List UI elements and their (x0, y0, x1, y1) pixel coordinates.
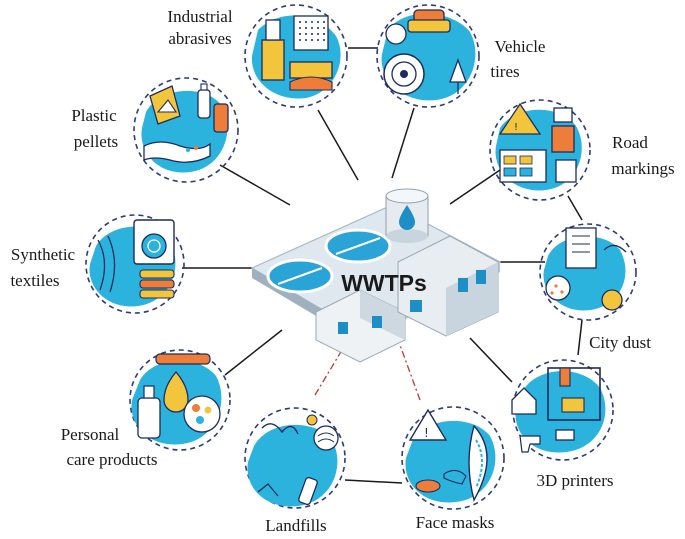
svg-text:!: ! (514, 122, 518, 133)
node-personal-care-products (129, 349, 231, 451)
connector-lines (182, 47, 583, 484)
face-mask-icon: ! (405, 408, 496, 503)
link-industrial-abrasives (317, 109, 359, 181)
center-label: WWTPs (341, 270, 427, 296)
label-personal-care-line2: care products (66, 450, 157, 469)
label-industrial-abrasives-line2: abrasives (168, 29, 231, 48)
node-industrial-abrasives (244, 4, 348, 108)
link-personal-care-products (224, 329, 283, 376)
road-work-icon: ! (495, 102, 582, 191)
label-3d-printers: 3D printers (537, 471, 614, 490)
svg-text:!: ! (424, 426, 429, 440)
abrasive-grit-icon (251, 15, 341, 99)
link-plastic-pellets (219, 164, 291, 206)
label-vehicle-tires-line2: tires (490, 62, 519, 81)
node-3d-printers (511, 359, 614, 461)
label-vehicle-tires-line1: Vehicle (495, 37, 546, 56)
label-synthetic-textiles-line2: textiles (10, 271, 59, 290)
label-plastic-pellets-line1: Plastic (71, 106, 117, 125)
label-landfills: Landfills (265, 516, 326, 535)
landfill-bottle-icon (247, 414, 339, 507)
node-synthetic-textiles (85, 214, 185, 314)
label-road-markings-line2: markings (611, 159, 674, 178)
cosmetics-bottle-icon (131, 353, 222, 445)
link-city-3dprinters (577, 319, 583, 356)
node-city-dust (539, 223, 637, 321)
recycle-icon (141, 83, 229, 173)
label-city-dust: City dust (589, 333, 651, 352)
link-landfills (314, 344, 346, 396)
link-road-city (567, 195, 583, 221)
label-synthetic-textiles-line1: Synthetic (11, 245, 76, 264)
wwtp-plant-icon (250, 188, 502, 363)
washing-machine-icon (89, 219, 176, 307)
3d-printer-icon (511, 367, 606, 453)
city-building-icon (543, 227, 627, 311)
tire-icon (381, 9, 476, 101)
label-personal-care-line1: Personal (61, 425, 120, 444)
node-landfills (244, 407, 346, 509)
label-face-masks: Face masks (416, 513, 495, 532)
link-road-markings (449, 169, 501, 205)
link-3d-printers (469, 337, 513, 383)
link-landfills-face-masks (344, 479, 403, 484)
node-plastic-pellets (133, 77, 239, 183)
label-plastic-pellets-line2: pellets (74, 132, 118, 151)
node-road-markings: ! (489, 99, 591, 201)
link-face-masks (399, 344, 421, 401)
node-vehicle-tires (376, 4, 480, 108)
label-road-markings-line1: Road (612, 133, 648, 152)
node-face-masks: ! (401, 406, 505, 510)
link-vehicle-tires (391, 107, 415, 179)
label-industrial-abrasives-line1: Industrial (167, 7, 232, 26)
